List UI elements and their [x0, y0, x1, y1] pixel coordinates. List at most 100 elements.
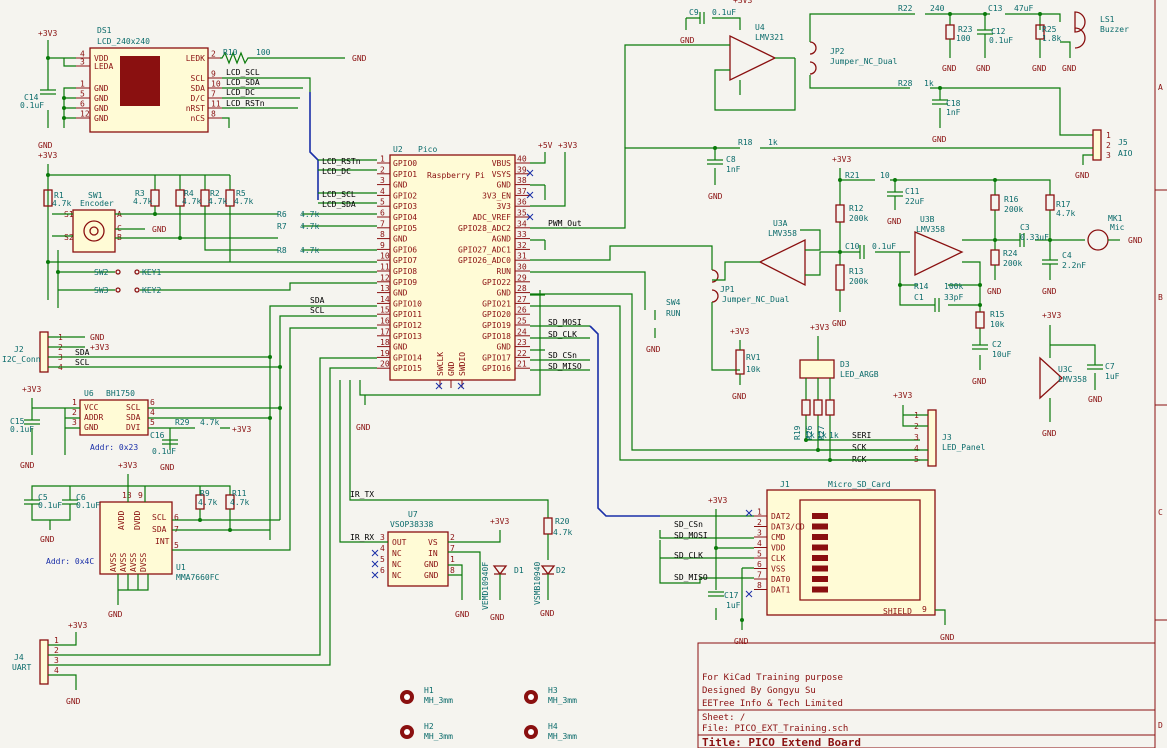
- pico-left-pin-num: 16: [380, 317, 390, 326]
- pico-right-pin-num: 22: [517, 349, 527, 358]
- gnd-c2: GND: [972, 377, 987, 386]
- lcd-screen-icon: [120, 56, 160, 106]
- lcd-value: LCD_240x240: [97, 37, 150, 46]
- c4-value: 2.2nF: [1062, 261, 1086, 270]
- pico-left-pin-num: 17: [380, 327, 390, 336]
- j5-value: AIO: [1118, 149, 1133, 158]
- c17-value: 1uF: [726, 601, 741, 610]
- c1-ref: C1: [914, 293, 924, 302]
- u7-pin-1: 1: [450, 555, 455, 564]
- lcd-net-sda: LCD_SDA: [226, 78, 260, 87]
- pico-left-pin-num: 8: [380, 230, 385, 239]
- sd-card-miso: SD_MISO: [674, 573, 708, 582]
- u3b-opamp-symbol: [914, 231, 964, 277]
- c4-ref: C4: [1062, 251, 1072, 260]
- c8-value: 1nF: [726, 165, 741, 174]
- jp2-symbol: [809, 41, 817, 75]
- gnd-ls1: GND: [1062, 64, 1077, 73]
- r20-value: 4.7k: [553, 528, 572, 537]
- pico-net-dc: LCD_DC: [322, 167, 351, 176]
- mounting-holes: H1 MH_3mm H2 MH_3mm H3 MH_3mm H4 MH_3mm: [400, 686, 577, 741]
- r5-value: 4.7k: [234, 197, 253, 206]
- sd-card-mosi: SD_MOSI: [674, 531, 708, 540]
- u1-avdd: AVDD: [117, 511, 126, 530]
- r18-ref: R18: [738, 138, 753, 147]
- u1-scl: SCL: [152, 513, 167, 522]
- pico-right-pin-num: 23: [517, 338, 527, 347]
- title-line-1: For KiCad Training purpose: [702, 673, 843, 683]
- sd-pin-name: CLK: [771, 554, 786, 563]
- lcd-right-pin-name: LEDK: [186, 54, 205, 63]
- d1-value: VEMD10940F: [481, 562, 490, 610]
- bh1750-u6: U6 BH1750 VCC ADDR GND SCL SDA DVI 1 2 3…: [10, 385, 282, 472]
- u3a-value: LMV358: [768, 229, 797, 238]
- pico-right-pin-num: 38: [517, 176, 527, 185]
- pico-left-pin-num: 4: [380, 187, 385, 196]
- u7-in: IN: [428, 549, 438, 558]
- r4-ref: R4: [184, 189, 194, 198]
- pico-right-pin-num: 33: [517, 230, 527, 239]
- j2-scl: SCL: [75, 358, 90, 367]
- u1-pin-5: 5: [174, 541, 179, 550]
- jp1-sw4-rv1: JP1 Jumper_NC_Dual SW4 RUN GND +3V3 RV1 …: [644, 245, 790, 401]
- border-letter-d: D: [1158, 721, 1163, 730]
- title-line-3: EETree Info & Tech Limited: [702, 699, 843, 709]
- sd-pin-num: 5: [757, 550, 762, 559]
- mk1-ref: MK1: [1108, 214, 1123, 223]
- pico-right-pin-name: VSYS: [492, 170, 511, 179]
- r26-value: 1k: [817, 431, 827, 440]
- u4-ref: U4: [755, 23, 765, 32]
- sd-pin-num: 8: [757, 581, 762, 590]
- v33-u6: +3V3: [22, 385, 41, 394]
- lcd-right-pin-name: nCS: [191, 114, 206, 123]
- j2-sda: SDA: [75, 348, 90, 357]
- gnd-j5: GND: [1075, 171, 1090, 180]
- c5-ref: C5: [38, 493, 48, 502]
- r13-ref: R13: [849, 267, 864, 276]
- v33-u7: +3V3: [490, 517, 509, 526]
- pico-right-pin-name: GPIO21: [482, 299, 511, 308]
- sd-mosi-pico: SD_MOSI: [548, 318, 582, 327]
- j3-pin-3: 3: [914, 433, 919, 442]
- buzzer-icon: [1074, 11, 1086, 49]
- d3-led-icon: [799, 359, 835, 379]
- r28-value: 1k: [924, 79, 934, 88]
- r14-ref: R14: [914, 282, 929, 291]
- v33-pico: +3V3: [558, 141, 577, 150]
- lcd-left-pin-name: GND: [94, 94, 109, 103]
- u1-dvdd: DVDD: [133, 511, 142, 530]
- pico-left-pin-name: GPIO12: [393, 321, 422, 330]
- j3-ref: J3: [942, 433, 952, 442]
- u1-avss2: AVSS: [119, 553, 128, 572]
- file-label: File: PICO_EXT_Training.sch: [702, 724, 848, 734]
- u1-avss1: AVSS: [109, 553, 118, 572]
- j5-pin-2: 2: [1106, 141, 1111, 150]
- c16-ref: C16: [150, 431, 165, 440]
- sheet-label: Sheet: /: [702, 713, 745, 723]
- u7-vs: VS: [428, 538, 438, 547]
- c5-value: 0.1uF: [38, 501, 62, 510]
- r7-ref: R7: [277, 222, 287, 231]
- u6-pin-3: 3: [72, 418, 77, 427]
- gnd-mic: GND: [1128, 236, 1143, 245]
- r20-ref: R20: [555, 517, 570, 526]
- sw1-pin-s2: S2: [64, 233, 74, 242]
- sd-pad: [812, 576, 828, 582]
- u7-pin-4: 4: [380, 544, 385, 553]
- c15-ref: C15: [10, 417, 25, 426]
- sd-pin-name: DAT2: [771, 512, 790, 521]
- pico-left-pin-name: GPIO0: [393, 159, 417, 168]
- u7-pin-7: 7: [450, 544, 455, 553]
- uart-j4: J4 UART 1 2 3 4 +3V3 GND: [12, 357, 377, 706]
- v33-sd: +3V3: [708, 496, 727, 505]
- u7-pin-8: 8: [450, 566, 455, 575]
- r15-ref: R15: [990, 310, 1005, 319]
- gnd-d2: GND: [540, 609, 555, 618]
- pico-right-pin-num: 34: [517, 219, 527, 228]
- u6-pin-6: 6: [150, 398, 155, 407]
- gnd-c8: GND: [708, 192, 723, 201]
- r22-value: 240: [930, 4, 945, 13]
- gnd-sd: GND: [734, 637, 749, 646]
